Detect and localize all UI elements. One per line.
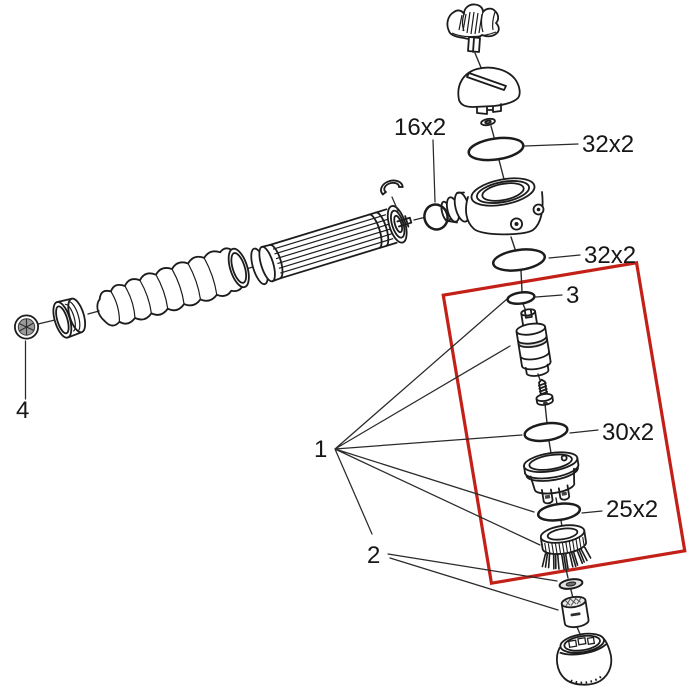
body-rim-outer — [470, 177, 536, 207]
handle-knob — [446, 3, 500, 53]
leader-16x2 — [432, 139, 436, 203]
callout-2: 2 — [367, 542, 380, 569]
leader-32x2-upper — [524, 143, 579, 147]
leader-30x2 — [569, 429, 599, 434]
callout-30x2: 30x2 — [602, 419, 654, 446]
leader-part2 — [387, 553, 559, 611]
callout-3: 3 — [566, 282, 579, 309]
tube-ribs — [272, 214, 394, 274]
mesh — [564, 597, 582, 607]
cartridge-screw — [535, 378, 554, 406]
dome-cap-tabs — [476, 103, 502, 115]
callout-4: 4 — [16, 397, 29, 424]
flow-straightener — [539, 524, 592, 571]
oring-3 — [506, 290, 536, 306]
leader-25x2 — [581, 510, 603, 514]
insert-slot — [570, 612, 581, 617]
leader-lines — [24, 139, 603, 611]
flat-washer — [558, 578, 584, 590]
oring-32x2-upper — [467, 136, 525, 162]
leader-part1 — [334, 298, 541, 546]
tube-pin — [396, 215, 413, 228]
callout-32x2-lower: 32x2 — [584, 242, 636, 269]
aerator-cap — [556, 632, 613, 686]
retaining-clip — [380, 179, 404, 196]
cartridge — [515, 308, 552, 377]
hose-nut — [52, 297, 87, 339]
callout-25x2: 25x2 — [606, 496, 658, 523]
callout-labels: 16x2 32x2 32x2 3 30x2 25x2 1 2 4 — [16, 114, 658, 569]
corrugated-hose — [96, 247, 250, 327]
knob-stem — [467, 36, 481, 53]
oring-25x2 — [536, 502, 582, 522]
axis-lines — [37, 52, 581, 635]
callout-32x2-upper: 32x2 — [582, 131, 634, 158]
leader-32x2-lower — [548, 254, 581, 259]
clip-axis-line — [391, 196, 399, 212]
knob-hatching — [458, 11, 483, 35]
cap-washer — [480, 117, 496, 127]
oring-30x2 — [523, 421, 569, 443]
spout-body — [440, 177, 545, 236]
bristles — [541, 546, 592, 571]
screw-boss — [509, 203, 545, 231]
inlet-filter — [13, 314, 40, 340]
callout-16x2: 16x2 — [394, 114, 446, 141]
leader-3 — [535, 294, 563, 298]
body-rim-inner — [481, 182, 525, 202]
body-rim-mid — [476, 180, 530, 204]
filter-mesh — [18, 319, 35, 335]
serrations — [544, 536, 585, 555]
callout-1: 1 — [314, 436, 327, 463]
cap-holes — [567, 636, 596, 648]
dome-cap-slot — [466, 72, 507, 91]
aerator-insert — [560, 595, 590, 629]
spout-tube — [250, 205, 413, 286]
diverter-cup — [523, 451, 580, 505]
oring-32x2-lower — [491, 248, 547, 272]
oring-16x2 — [423, 203, 449, 231]
dome-cap — [457, 66, 521, 127]
